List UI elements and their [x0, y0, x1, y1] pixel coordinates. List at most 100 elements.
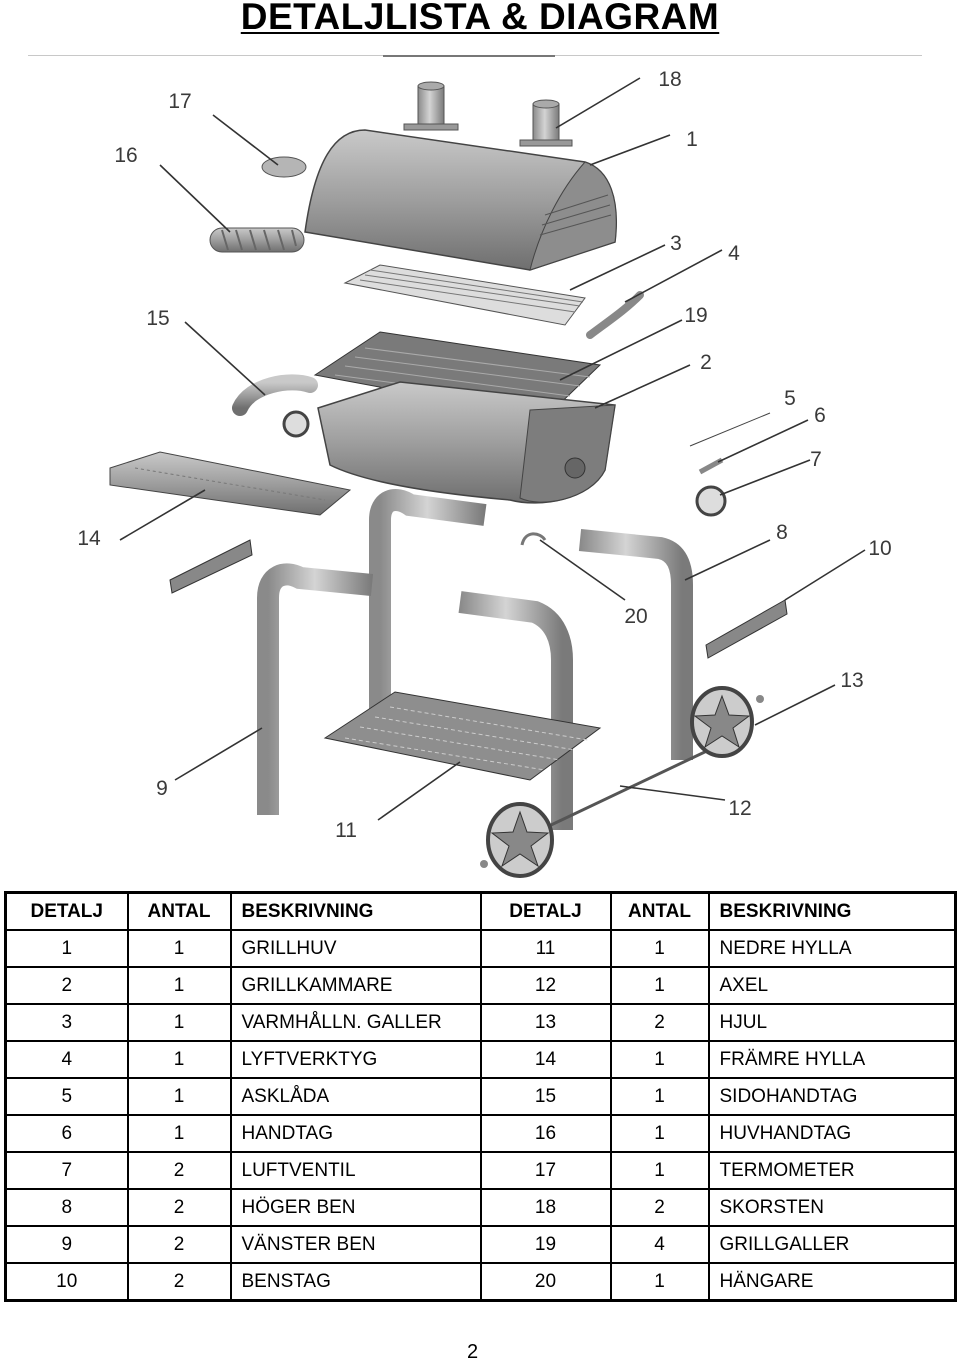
cell: 1 — [126, 1077, 232, 1116]
cell: BENSTAG — [229, 1262, 482, 1302]
callout-20: 20 — [624, 605, 647, 628]
header-detalj-2: DETALJ — [479, 891, 612, 931]
cell: 1 — [126, 966, 232, 1005]
leg-brace-right-icon — [705, 599, 788, 659]
callout-2: 2 — [700, 351, 712, 374]
callout-6: 6 — [814, 404, 826, 427]
cell: 5 — [4, 1077, 129, 1116]
cell: NEDRE HYLLA — [707, 929, 957, 968]
cell: 20 — [479, 1262, 612, 1302]
cell: 1 — [609, 1262, 710, 1302]
callout-12: 12 — [728, 797, 751, 820]
header-beskrivning: BESKRIVNING — [229, 891, 482, 931]
cell: 17 — [479, 1151, 612, 1190]
cell: 10 — [4, 1262, 129, 1302]
cell: GRILLHUV — [229, 929, 482, 968]
cell: 1 — [609, 929, 710, 968]
callout-19: 19 — [684, 304, 707, 327]
cell: 1 — [126, 1003, 232, 1042]
header-antal-2: ANTAL — [609, 891, 710, 931]
cell: 18 — [479, 1188, 612, 1227]
legs-icon — [257, 489, 693, 830]
cell: GRILLKAMMARE — [229, 966, 482, 1005]
cell: 1 — [126, 1040, 232, 1079]
header-antal: ANTAL — [126, 891, 232, 931]
cell: 2 — [126, 1262, 232, 1302]
callout-10: 10 — [868, 537, 891, 560]
cell: 1 — [609, 1151, 710, 1190]
cell: HJUL — [707, 1003, 957, 1042]
table-row: 9 2 VÄNSTER BEN 19 4 GRILLGALLER — [4, 1225, 957, 1264]
page-title: DETALJLISTA & DIAGRAM — [240, 0, 720, 37]
cell: 1 — [126, 1114, 232, 1153]
cell: 12 — [479, 966, 612, 1005]
callout-5: 5 — [784, 387, 796, 410]
air-vent-left-icon — [282, 410, 310, 438]
header-beskrivning-2: BESKRIVNING — [707, 891, 957, 931]
cell: 11 — [479, 929, 612, 968]
cell: LUFTVENTIL — [229, 1151, 482, 1190]
table-row: 6 1 HANDTAG 16 1 HUVHANDTAG — [4, 1114, 957, 1153]
table-row: 5 1 ASKLÅDA 15 1 SIDOHANDTAG — [4, 1077, 957, 1116]
cell: HÄNGARE — [707, 1262, 957, 1302]
wheel-back-icon — [690, 686, 754, 758]
callout-8: 8 — [776, 521, 788, 544]
grill-lid-icon — [304, 129, 617, 271]
callout-13: 13 — [840, 669, 863, 692]
front-shelf-icon — [109, 451, 352, 516]
cell: 2 — [4, 966, 129, 1005]
cell: 2 — [126, 1151, 232, 1190]
table-row: 7 2 LUFTVENTIL 17 1 TERMOMETER — [4, 1151, 957, 1190]
table-row: 10 2 BENSTAG 20 1 HÄNGARE — [4, 1262, 957, 1302]
table-header-row: DETALJ ANTAL BESKRIVNING DETALJ ANTAL BE… — [4, 891, 957, 931]
chimney-left-icon — [403, 81, 459, 131]
cell: 6 — [4, 1114, 129, 1153]
cell: FRÄMRE HYLLA — [707, 1040, 957, 1079]
lifter-tool-icon — [586, 291, 644, 339]
cell: 8 — [4, 1188, 129, 1227]
callout-15: 15 — [146, 307, 169, 330]
cell: HUVHANDTAG — [707, 1114, 957, 1153]
callout-7: 7 — [810, 448, 822, 471]
cell: 4 — [609, 1225, 710, 1264]
table-row: 2 1 GRILLKAMMARE 12 1 AXEL — [4, 966, 957, 1005]
exploded-diagram: 18 1 17 16 3 4 15 19 2 5 6 7 8 10 14 20 … — [77, 68, 892, 878]
cell: 2 — [126, 1188, 232, 1227]
cell: 4 — [4, 1040, 129, 1079]
callout-14: 14 — [77, 527, 101, 550]
side-handle-icon — [232, 374, 318, 416]
cell: 1 — [609, 1114, 710, 1153]
lid-handle-icon — [209, 227, 305, 253]
axle-cap-icon — [756, 695, 764, 703]
callout-9: 9 — [156, 777, 168, 800]
callout-17: 17 — [168, 90, 191, 113]
cell: 1 — [126, 929, 232, 968]
cell: 15 — [479, 1077, 612, 1116]
header-rule-accent — [383, 55, 555, 57]
air-vent-right-icon — [695, 485, 727, 517]
table-row: 8 2 HÖGER BEN 18 2 SKORSTEN — [4, 1188, 957, 1227]
leg-brace-left-icon — [169, 539, 253, 594]
cell: HÖGER BEN — [229, 1188, 482, 1227]
cell: LYFTVERKTYG — [229, 1040, 482, 1079]
thermometer-icon — [261, 156, 307, 178]
table-row: 1 1 GRILLHUV 11 1 NEDRE HYLLA — [4, 929, 957, 968]
cell: ASKLÅDA — [229, 1077, 482, 1116]
cell: 16 — [479, 1114, 612, 1153]
header-detalj: DETALJ — [4, 891, 129, 931]
cell: 1 — [609, 1077, 710, 1116]
table-row: 4 1 LYFTVERKTYG 14 1 FRÄMRE HYLLA — [4, 1040, 957, 1079]
cell: 19 — [479, 1225, 612, 1264]
parts-table: DETALJ ANTAL BESKRIVNING DETALJ ANTAL BE… — [4, 891, 957, 1302]
cell: SIDOHANDTAG — [707, 1077, 957, 1116]
page-number: 2 — [466, 1341, 479, 1363]
callout-16: 16 — [114, 144, 137, 167]
hanger-icon — [520, 532, 547, 546]
callout-4: 4 — [728, 242, 740, 265]
cell: 1 — [4, 929, 129, 968]
table-row: 3 1 VARMHÅLLN. GALLER 13 2 HJUL — [4, 1003, 957, 1042]
cell: 2 — [126, 1225, 232, 1264]
callout-3: 3 — [670, 232, 682, 255]
cell: 9 — [4, 1225, 129, 1264]
cell: TERMOMETER — [707, 1151, 957, 1190]
